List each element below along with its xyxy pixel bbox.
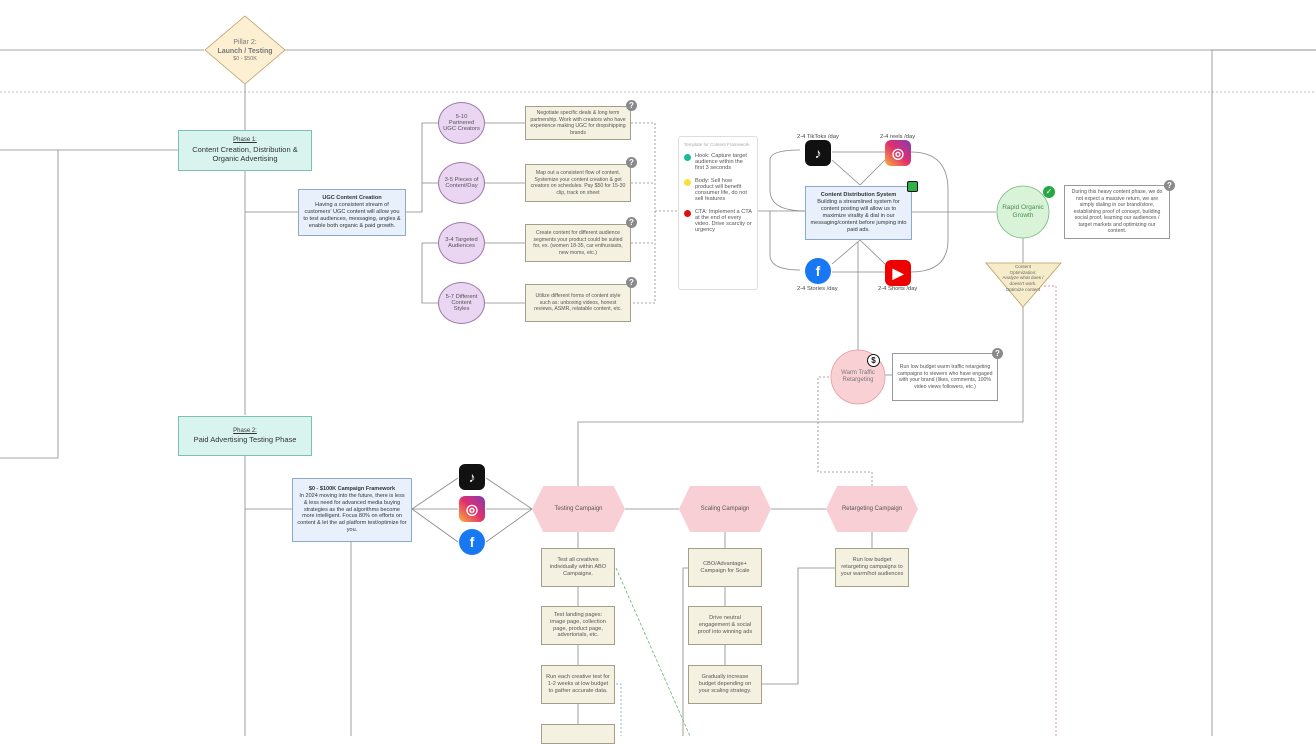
help-icon[interactable]: ? (992, 348, 1003, 359)
tiktok-icon: ♪ (805, 140, 831, 166)
legend-text: Hook: Capture target audience within the… (695, 153, 747, 171)
warm-label: Warm Traffic Retargeting (841, 369, 875, 384)
note-text: Utilize different forms of content style… (534, 293, 622, 313)
step-text: Run each creative test for 1-2 weeks at … (546, 674, 610, 694)
phase-1-title: Content Creation, Distribution & Organic… (192, 144, 298, 164)
phase-2-heading: Phase 2: (233, 427, 257, 434)
hex-label: Retargeting Campaign (841, 506, 903, 512)
cta-dot-icon (684, 210, 691, 217)
pillar-diamond: Pillar 2: Launch / Testing $0 - $50K (210, 36, 280, 66)
step-text: Drive neutral engagement & social proof … (697, 615, 753, 635)
content-framework-legend: Template for Content Framework Hook: Cap… (678, 136, 758, 290)
distribution-body: Building a streamlined system for conten… (810, 199, 907, 233)
legend-row: CTA: Implement a CTA at the end of every… (684, 209, 752, 233)
note-text: Negotiate specific deals & long term par… (530, 110, 626, 136)
circle-ugc-creators: 5-10 Partnered UGC Creators (438, 102, 485, 144)
organic-growth-circle: Rapid Organic Growth (997, 196, 1049, 228)
youtube-icon: ▶ (885, 260, 911, 286)
circle-targeted-audiences: 3-4 Targeted Audiences (438, 222, 485, 264)
facebook-icon: f (805, 258, 831, 284)
testing-campaign-hex: Testing Campaign (532, 486, 625, 532)
hex-label: Testing Campaign (554, 506, 603, 512)
legend-text: CTA: Implement a CTA at the end of every… (695, 209, 752, 233)
circle-label: 5-7 Different Content Styles (445, 294, 478, 312)
organic-label: Rapid Organic Growth (1002, 203, 1044, 219)
fb-label: 2-4 Stories /day (797, 286, 838, 292)
scaling-step: CBO/Advantage+ Campaign for Scale (688, 548, 762, 587)
testing-step: Test landing pages: image page, collecti… (541, 606, 615, 645)
retargeting-campaign-hex: Retargeting Campaign (826, 486, 918, 532)
scaling-step: Gradually increase budget depending on y… (688, 665, 762, 704)
optimization-triangle: Content Optimization: Analyze what does … (996, 264, 1050, 294)
status-dot-icon (907, 181, 918, 192)
ugc-content-box: UGC Content Creation Having a consistent… (298, 189, 406, 236)
legend-text: Body: Sell how product will benefit cons… (695, 178, 747, 202)
note-box: Map out a consistent flow of content. Sy… (525, 164, 631, 202)
triangle-text: Content Optimization: Analyze what does … (1002, 264, 1044, 292)
phase-2-box: Phase 2: Paid Advertising Testing Phase (178, 416, 312, 456)
legend-title: Template for Content Framework (684, 142, 750, 147)
step-text: CBO/Advantage+ Campaign for Scale (700, 560, 750, 574)
legend-row: Hook: Capture target audience within the… (684, 153, 752, 171)
warm-traffic-circle: Warm Traffic Retargeting (833, 362, 883, 392)
pillar-range: $0 - $50K (233, 56, 257, 63)
distribution-title: Content Distribution System (820, 192, 897, 199)
campaign-framework-box: $0 - $100K Campaign Framework In 2024 mo… (292, 478, 412, 542)
note-box: Create content for different audience se… (525, 224, 631, 262)
note-box: Negotiate specific deals & long term par… (525, 106, 631, 140)
scaling-step: Drive neutral engagement & social proof … (688, 606, 762, 645)
organic-note-text: During this heavy content phase, we do n… (1071, 189, 1163, 235)
circle-label: 5-10 Partnered UGC Creators (443, 114, 480, 132)
circle-content-styles: 5-7 Different Content Styles (438, 282, 485, 324)
phase-1-box: Phase 1: Content Creation, Distribution … (178, 130, 312, 171)
help-icon[interactable]: ? (626, 157, 637, 168)
instagram-icon: ◎ (885, 140, 911, 166)
help-icon[interactable]: ? (626, 100, 637, 111)
hook-dot-icon (684, 154, 691, 161)
instagram-icon: ◎ (459, 496, 485, 522)
circle-label: 3-4 Targeted Audiences (445, 237, 478, 249)
help-icon[interactable]: ? (626, 277, 637, 288)
help-icon[interactable]: ? (626, 217, 637, 228)
ugc-body: Having a consistent stream of customers'… (303, 202, 401, 229)
warm-note: Run low budget warm traffic retargeting … (892, 353, 998, 401)
body-dot-icon (684, 179, 691, 186)
check-icon: ✓ (1043, 186, 1055, 198)
ugc-title: UGC Content Creation (322, 195, 382, 202)
dollar-icon: $ (867, 354, 880, 367)
testing-step: Test all creatives individually within A… (541, 548, 615, 587)
testing-step: Run each creative test for 1-2 weeks at … (541, 665, 615, 704)
step-text: Test landing pages: image page, collecti… (550, 611, 606, 639)
circle-label: 3-5 Pieces of Content/Day (444, 177, 479, 189)
pillar-subtitle: Launch / Testing (217, 47, 273, 55)
warm-note-text: Run low budget warm traffic retargeting … (897, 364, 993, 390)
tiktok-icon: ♪ (459, 464, 485, 490)
phase-2-title: Paid Advertising Testing Phase (193, 435, 297, 445)
pillar-title: Pillar 2: (233, 38, 257, 46)
yt-label: 2-4 Shorts /day (878, 286, 918, 292)
phase-1-heading: Phase 1: (233, 137, 257, 144)
framework-body: In 2024 moving into the future, there is… (297, 492, 407, 534)
hex-label: Scaling Campaign (700, 506, 750, 512)
insta-label: 2-4 reels /day (880, 134, 916, 140)
step-text: Run low budget retargeting campaigns to … (840, 557, 904, 577)
note-text: Map out a consistent flow of content. Sy… (530, 170, 626, 196)
distribution-box: Content Distribution System Building a s… (805, 186, 912, 240)
help-icon[interactable]: ? (1164, 180, 1175, 191)
tiktok-label: 2-4 TikToks /day (797, 134, 839, 140)
step-text: Test all creatives individually within A… (549, 557, 607, 577)
facebook-icon: f (459, 529, 485, 555)
note-text: Create content for different audience se… (533, 230, 623, 256)
step-text: Gradually increase budget depending on y… (698, 674, 752, 694)
note-box: Utilize different forms of content style… (525, 284, 631, 322)
legend-row: Body: Sell how product will benefit cons… (684, 178, 752, 202)
scaling-campaign-hex: Scaling Campaign (679, 486, 771, 532)
circle-content-per-day: 3-5 Pieces of Content/Day (438, 162, 485, 204)
framework-title: $0 - $100K Campaign Framework (308, 485, 396, 492)
testing-step (541, 724, 615, 744)
retargeting-step: Run low budget retargeting campaigns to … (835, 548, 909, 587)
organic-note: During this heavy content phase, we do n… (1064, 185, 1170, 239)
